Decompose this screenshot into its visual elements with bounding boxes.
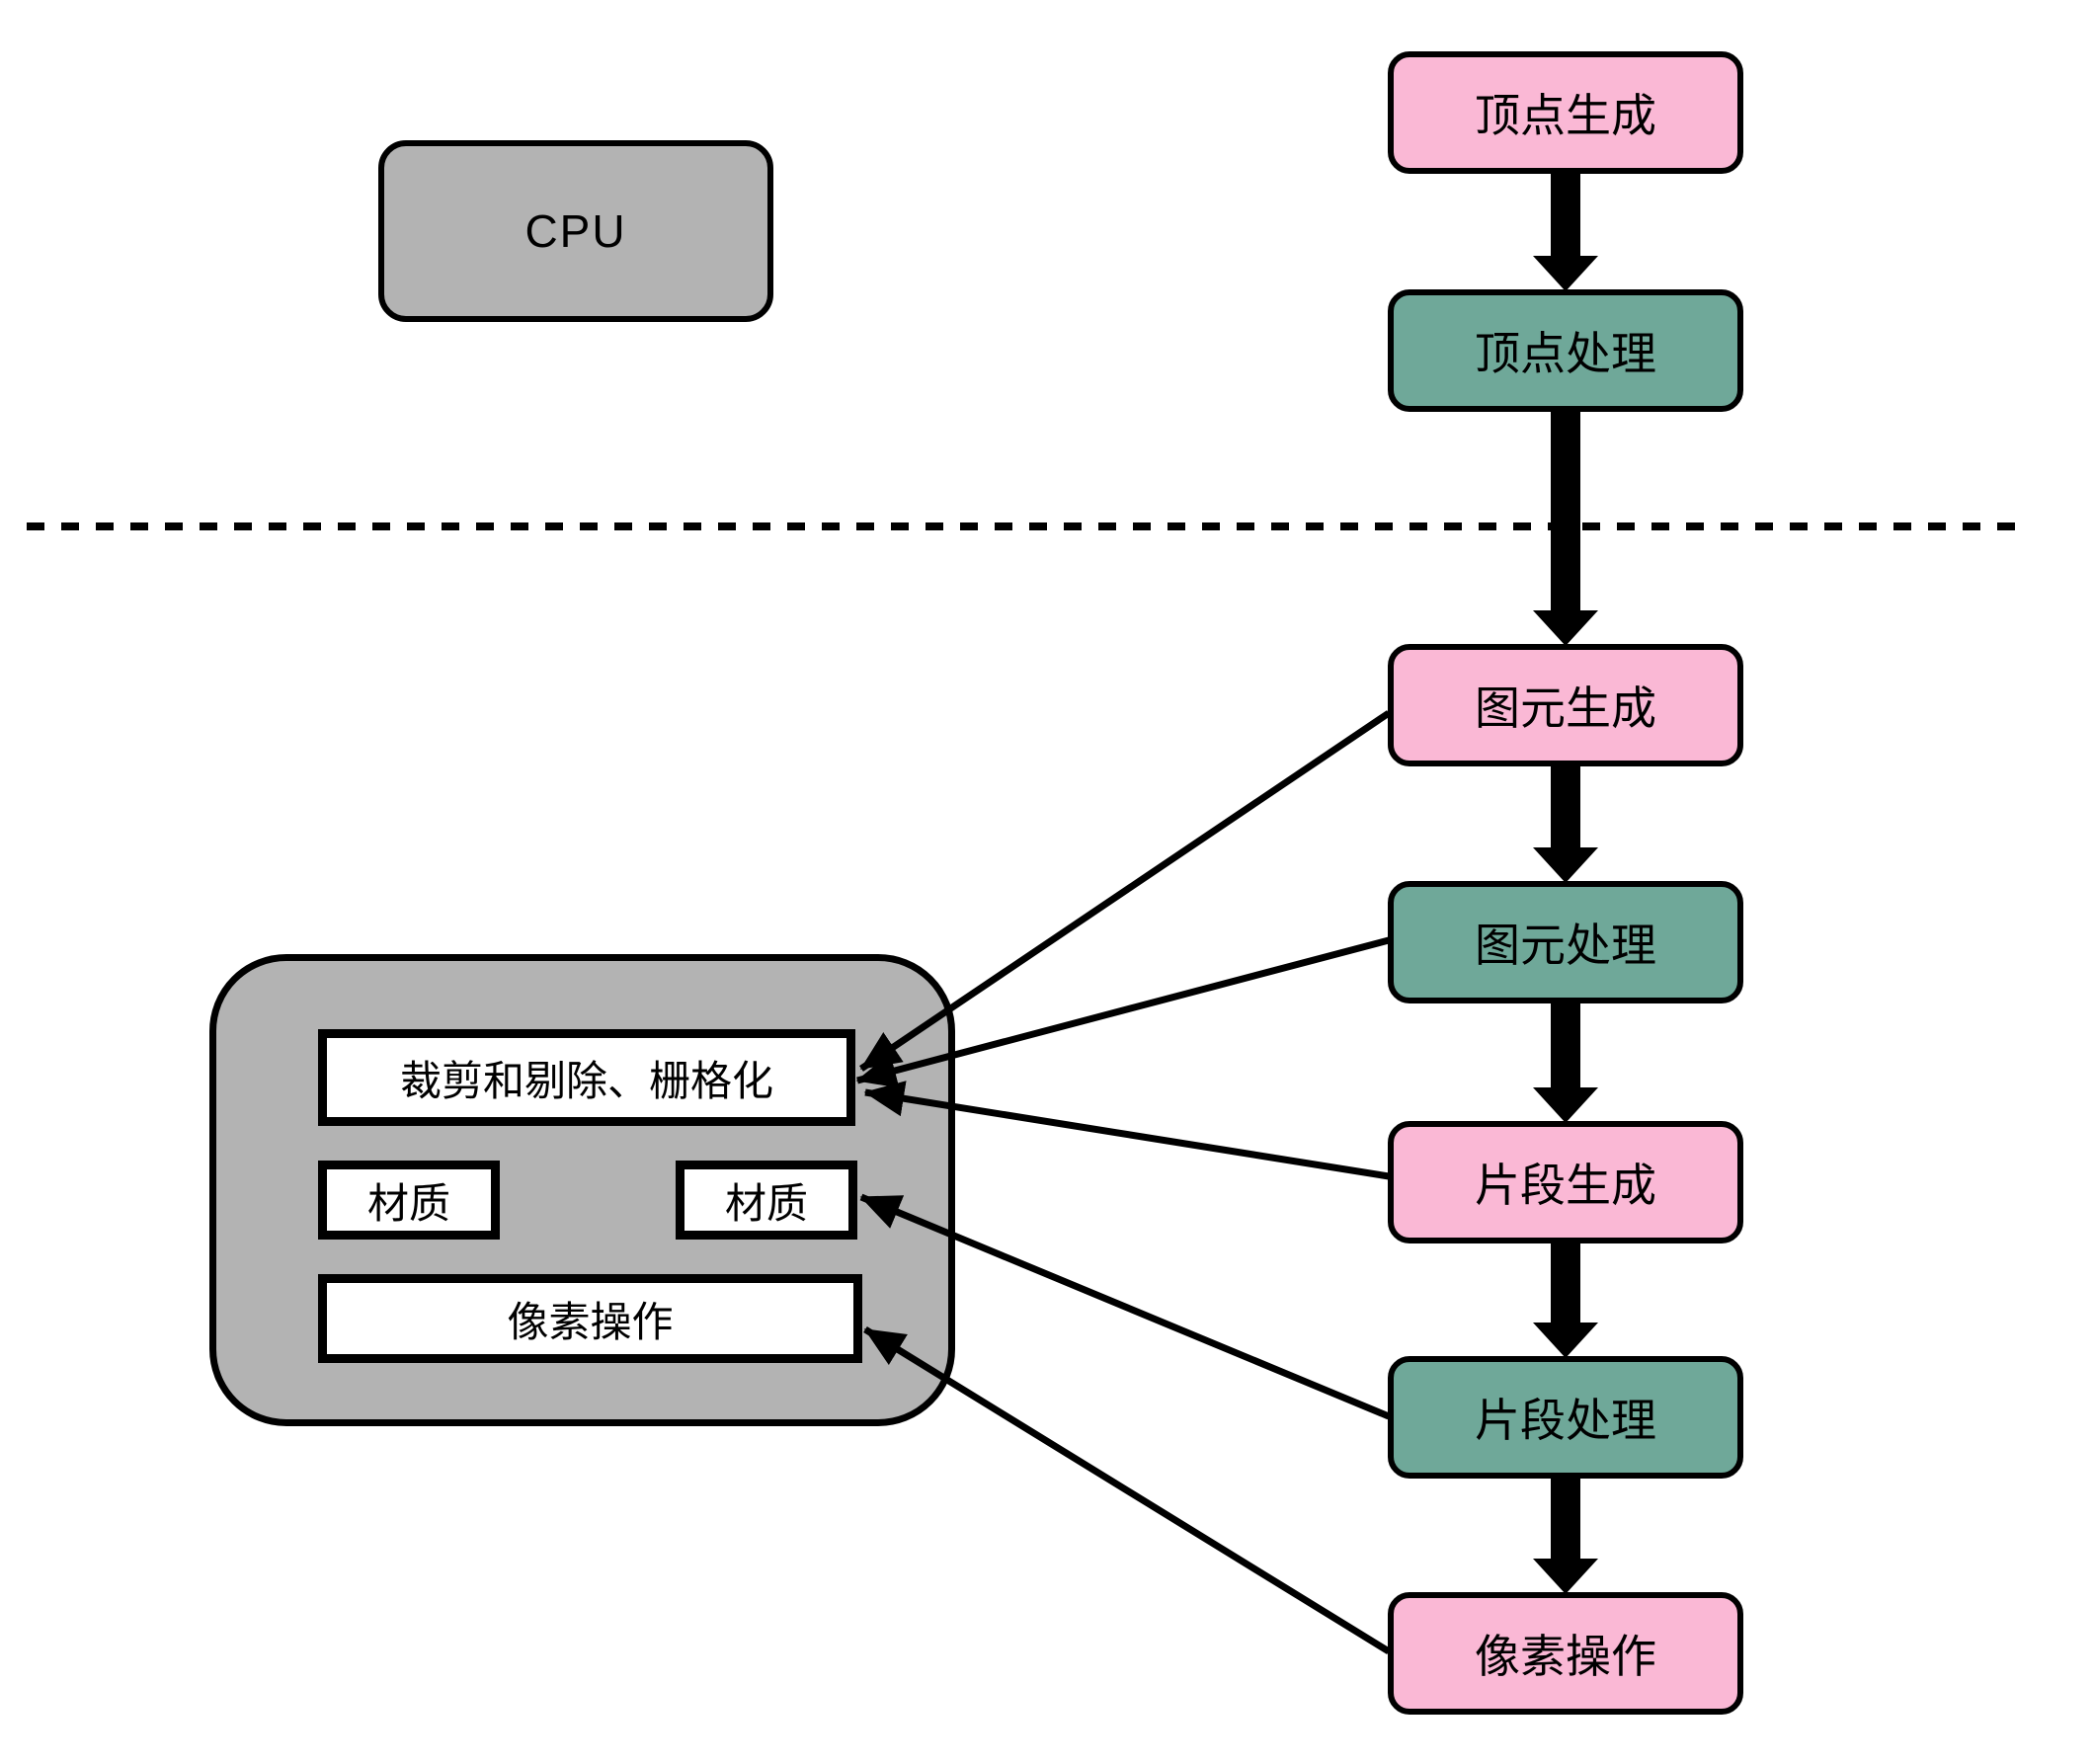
pipeline-box-fragment-generation: 片段生成 — [1388, 1121, 1743, 1243]
pipeline-box-fragment-processing: 片段处理 — [1388, 1356, 1743, 1479]
pipeline-thick-arrow-2 — [1533, 410, 1598, 646]
pipeline-thick-arrow-1 — [1533, 172, 1598, 291]
cpu-box: CPU — [378, 140, 773, 322]
pipeline-box-label: 片段处理 — [1475, 1395, 1656, 1446]
pipeline-box-primitive-processing: 图元处理 — [1388, 881, 1743, 1003]
gpu-subbox-clip-cull-rasterize: 裁剪和剔除、栅格化 — [318, 1029, 855, 1126]
gpu-subbox-label: 裁剪和剔除、栅格化 — [399, 1057, 773, 1104]
pipeline-box-label: 图元处理 — [1475, 920, 1656, 971]
pipeline-thick-arrow-5 — [1533, 1242, 1598, 1358]
pipeline-box-vertex-generation: 顶点生成 — [1388, 51, 1743, 174]
gpu-subbox-label: 材质 — [366, 1179, 450, 1227]
pipeline-box-vertex-processing: 顶点处理 — [1388, 289, 1743, 412]
pipeline-thick-arrow-6 — [1533, 1477, 1598, 1594]
pipeline-box-label: 片段生成 — [1475, 1160, 1656, 1211]
gpu-subbox-label: 材质 — [724, 1179, 808, 1227]
pipeline-box-pixel-operations: 像素操作 — [1388, 1592, 1743, 1715]
pipeline-box-label: 图元生成 — [1475, 682, 1656, 734]
pipeline-thick-arrow-3 — [1533, 764, 1598, 883]
gpu-subbox-label: 像素操作 — [507, 1298, 674, 1345]
gpu-subbox-texture-right: 材质 — [676, 1161, 857, 1240]
gpu-subbox-texture-left: 材质 — [318, 1161, 500, 1240]
pipeline-box-label: 顶点生成 — [1475, 90, 1656, 141]
pipeline-box-label: 像素操作 — [1475, 1631, 1656, 1682]
pipeline-thick-arrow-4 — [1533, 1002, 1598, 1123]
cpu-box-label: CPU — [524, 205, 627, 257]
pipeline-box-label: 顶点处理 — [1475, 328, 1656, 379]
gpu-subbox-pixel-operations: 像素操作 — [318, 1274, 862, 1363]
pipeline-box-primitive-generation: 图元生成 — [1388, 644, 1743, 766]
